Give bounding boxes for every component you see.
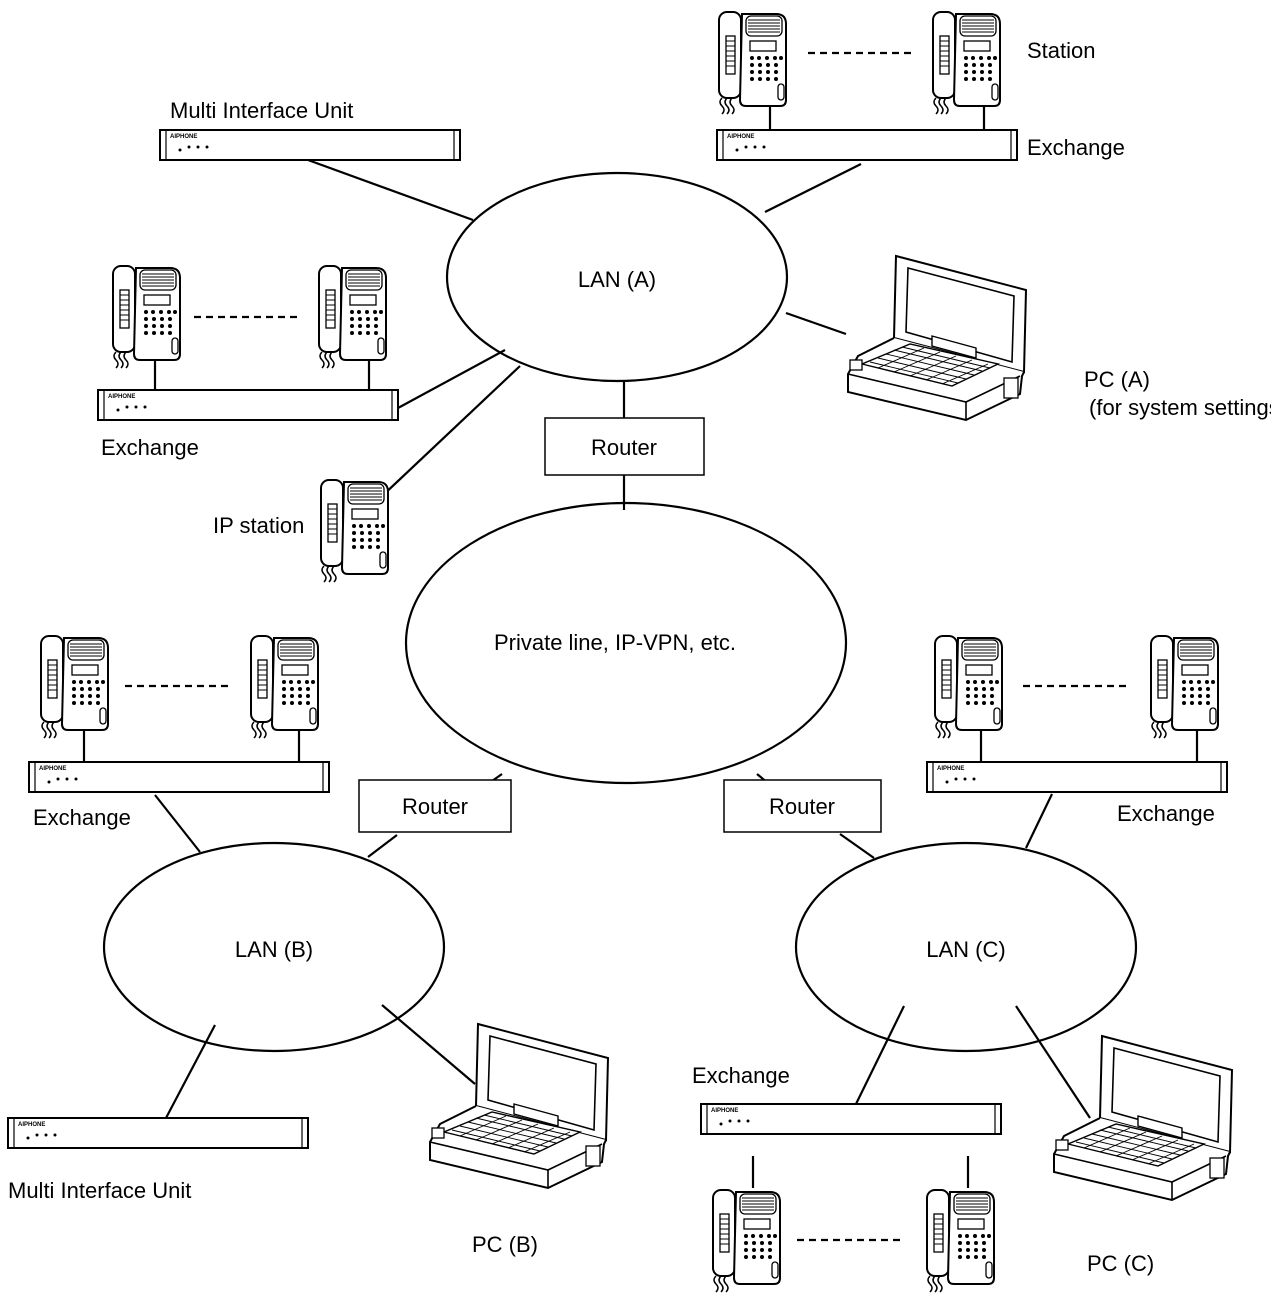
station-icon <box>932 11 1001 115</box>
router-c-label: Router <box>769 794 835 819</box>
connection-lines <box>82 100 1199 1188</box>
unit-brand: AIPHONE <box>39 766 66 772</box>
router-c: Router <box>723 779 882 833</box>
wan-ellipse <box>404 501 848 785</box>
station-dashes <box>125 51 1127 1242</box>
multi-interface-unit-label: Multi Interface Unit <box>8 1178 191 1203</box>
station-icon <box>318 265 387 369</box>
exchange-unit-icon: AIPHONE <box>28 761 330 793</box>
station-label: Station <box>1027 38 1096 63</box>
station-icon <box>1150 635 1219 739</box>
exchange-unit-icon: AIPHONE <box>97 389 399 421</box>
unit-brand: AIPHONE <box>170 134 197 140</box>
laptop-icon <box>1053 1035 1233 1201</box>
unit-brand: AIPHONE <box>727 134 754 140</box>
router-a-label: Router <box>591 435 657 460</box>
ip-station-label: IP station <box>213 513 304 538</box>
station-icon <box>112 265 181 369</box>
unit-brand: AIPHONE <box>937 766 964 772</box>
exchange-unit-icon: AIPHONE <box>159 129 461 161</box>
router-a: Router <box>544 417 705 476</box>
lan-b-ellipse <box>102 841 446 1053</box>
unit-brand: AIPHONE <box>711 1108 738 1114</box>
pc-a-label: PC (A) <box>1084 367 1150 392</box>
exchange-label: Exchange <box>33 805 131 830</box>
laptop-icon <box>847 255 1027 421</box>
pc-c-label: PC (C) <box>1087 1251 1154 1276</box>
exchange-unit-icon: AIPHONE <box>7 1117 309 1149</box>
exchange-unit-icon: AIPHONE <box>926 761 1228 793</box>
pc-b-label: PC (B) <box>472 1232 538 1257</box>
station-icon <box>934 635 1003 739</box>
station-icon <box>712 1189 781 1293</box>
wan-label: Private line, IP-VPN, etc. <box>494 630 736 655</box>
exchange-label: Exchange <box>1117 801 1215 826</box>
unit-brand: AIPHONE <box>18 1122 45 1128</box>
lan-a-ellipse <box>445 171 789 383</box>
exchange-unit-icon: AIPHONE <box>716 129 1018 161</box>
lan-c-ellipse <box>794 841 1138 1053</box>
station-icon <box>320 479 389 583</box>
exchange-label: Exchange <box>692 1063 790 1088</box>
laptop-icon <box>429 1023 609 1189</box>
lan-b-label: LAN (B) <box>235 937 313 962</box>
router-b-label: Router <box>402 794 468 819</box>
exchange-label: Exchange <box>1027 135 1125 160</box>
lan-a-label: LAN (A) <box>578 267 656 292</box>
station-icon <box>40 635 109 739</box>
station-icon <box>926 1189 995 1293</box>
station-icon <box>250 635 319 739</box>
router-b: Router <box>358 779 512 833</box>
exchange-unit-icon: AIPHONE <box>700 1103 1002 1135</box>
multi-interface-unit-label: Multi Interface Unit <box>170 98 353 123</box>
lan-c-label: LAN (C) <box>926 937 1005 962</box>
exchange-label: Exchange <box>101 435 199 460</box>
unit-brand: AIPHONE <box>108 394 135 400</box>
station-icon <box>718 11 787 115</box>
pc-a-note: (for system settings) <box>1089 395 1271 420</box>
